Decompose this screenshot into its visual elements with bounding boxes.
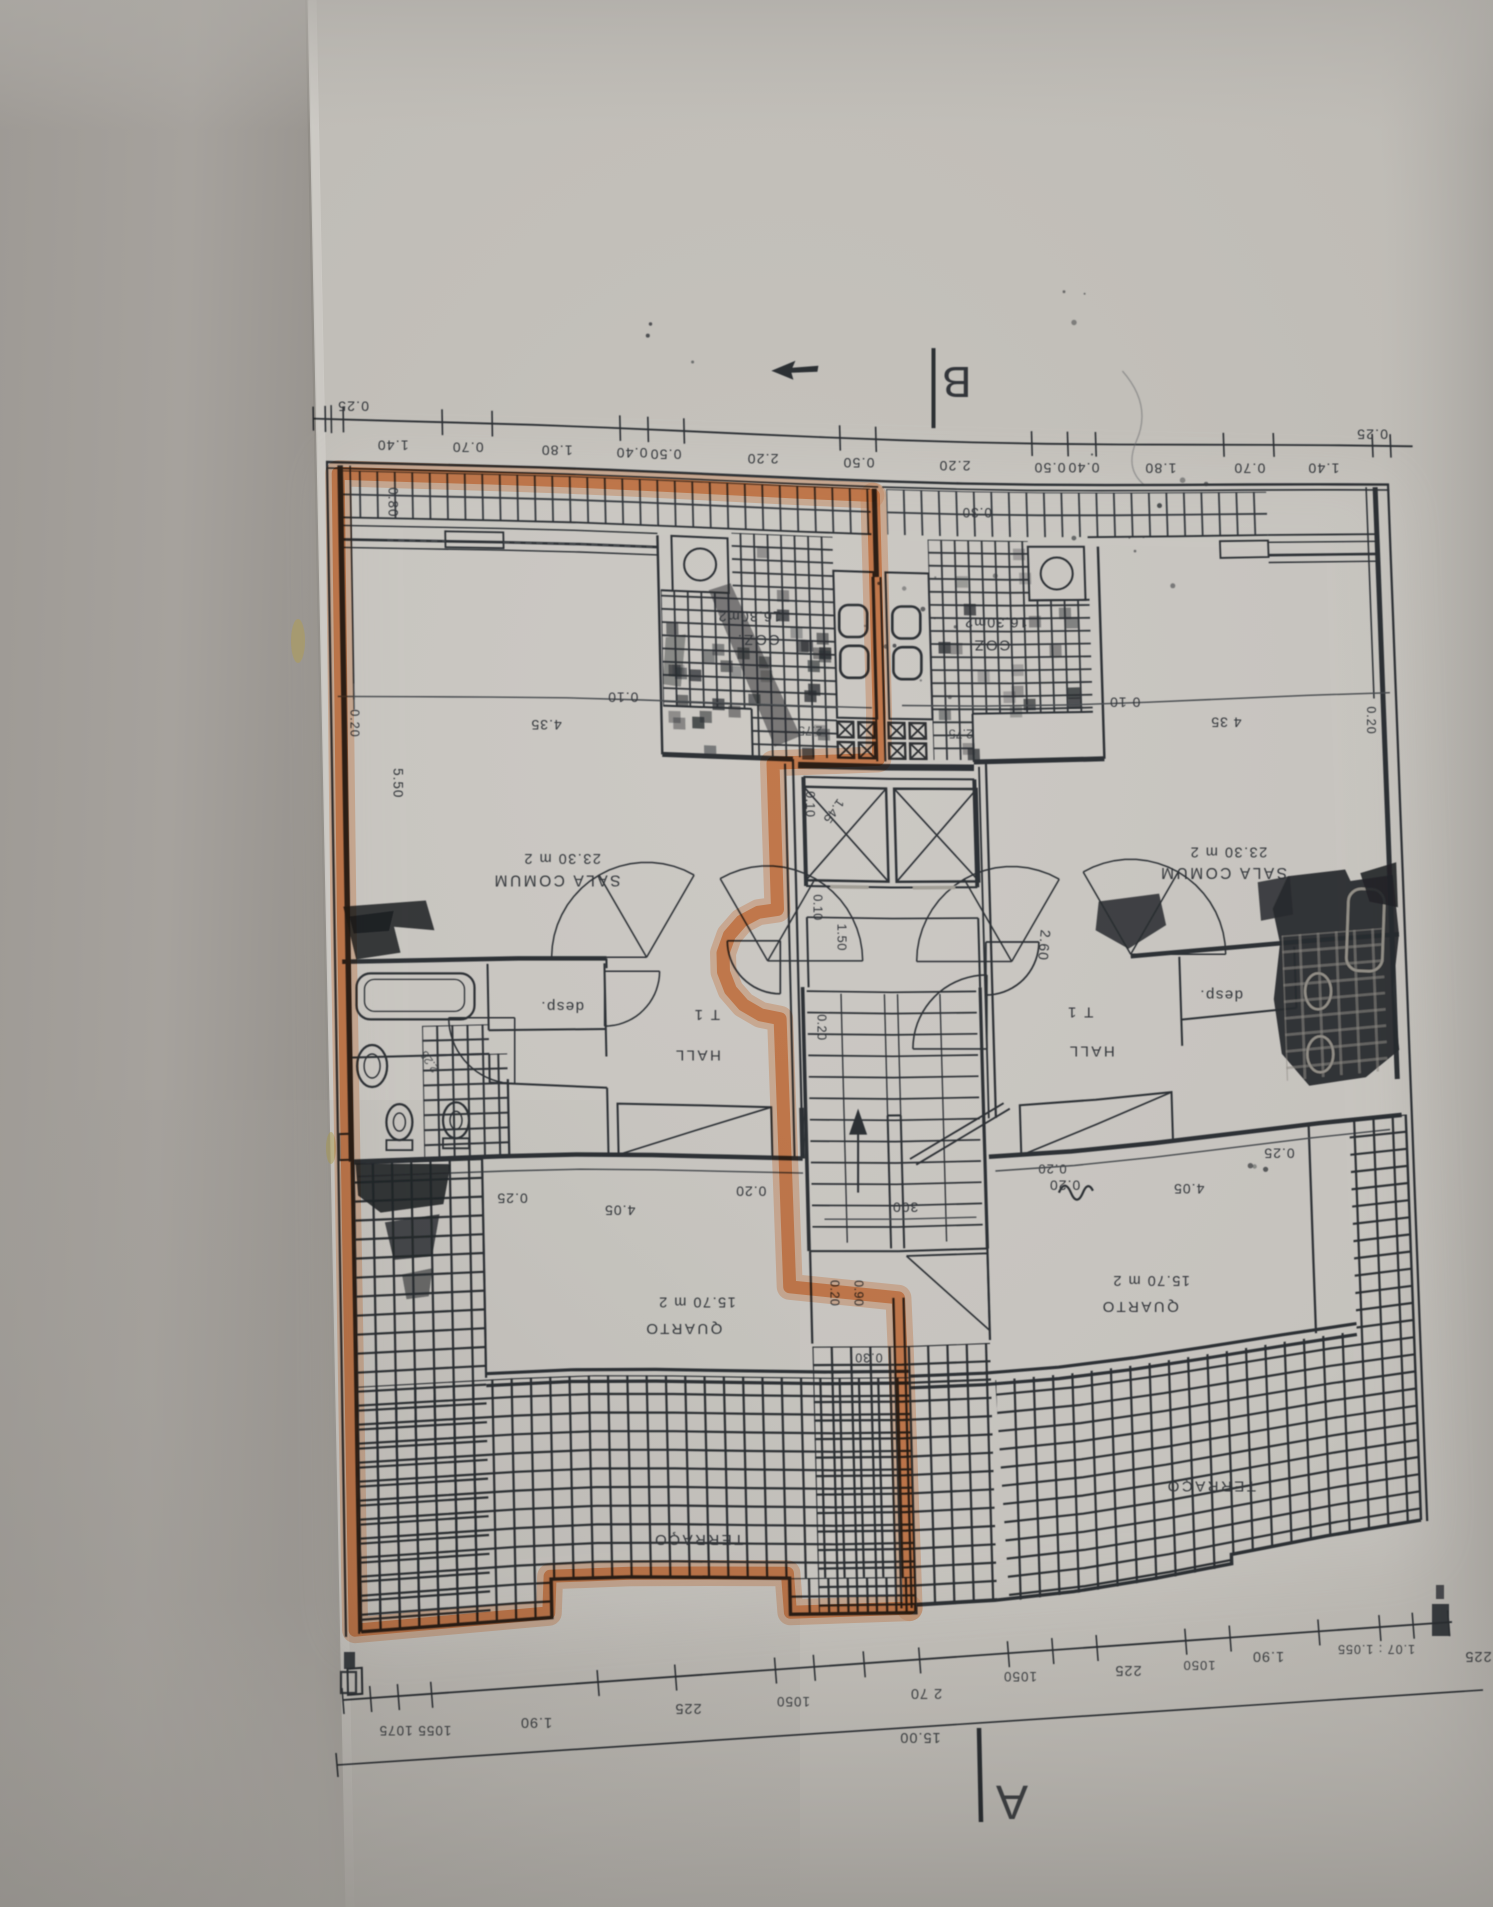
svg-text:T 1: T 1 bbox=[1066, 1004, 1093, 1021]
svg-text:0.25: 0.25 bbox=[337, 399, 369, 415]
svg-text:15.00: 15.00 bbox=[899, 1729, 940, 1745]
svg-text:4.35: 4.35 bbox=[530, 717, 561, 733]
svg-text:2.75: 2.75 bbox=[798, 724, 822, 738]
svg-text:2.60: 2.60 bbox=[1035, 929, 1054, 962]
svg-text:0.10: 0.10 bbox=[803, 791, 817, 817]
svg-text:4.05: 4.05 bbox=[604, 1203, 635, 1219]
svg-text:1.07 : 1.055: 1.07 : 1.055 bbox=[1337, 1642, 1415, 1656]
svg-text:0.50: 0.50 bbox=[1033, 460, 1065, 476]
svg-text:225: 225 bbox=[1114, 1662, 1141, 1678]
svg-text:T 1: T 1 bbox=[693, 1006, 720, 1023]
svg-text:QUARTO: QUARTO bbox=[644, 1320, 723, 1337]
svg-text:0.20: 0.20 bbox=[1364, 706, 1378, 734]
svg-text:0.40: 0.40 bbox=[615, 445, 647, 461]
svg-text:1050: 1050 bbox=[1003, 1669, 1037, 1684]
svg-text:0.70: 0.70 bbox=[1233, 460, 1265, 476]
svg-text:2.20: 2.20 bbox=[938, 458, 970, 474]
svg-text:0.80: 0.80 bbox=[386, 487, 401, 517]
svg-text:1.80: 1.80 bbox=[1144, 460, 1176, 476]
svg-text:300: 300 bbox=[892, 1200, 918, 1216]
svg-text:desp.: desp. bbox=[540, 998, 584, 1015]
svg-text:0.25: 0.25 bbox=[496, 1191, 527, 1207]
svg-text:23.30 m 2: 23.30 m 2 bbox=[1189, 843, 1267, 859]
svg-text:1.40: 1.40 bbox=[1307, 460, 1339, 476]
svg-text:0.40: 0.40 bbox=[1067, 460, 1099, 476]
svg-text:B: B bbox=[942, 357, 971, 406]
svg-text:0.30: 0.30 bbox=[854, 1351, 882, 1365]
svg-text:23.30 m 2: 23.30 m 2 bbox=[523, 850, 601, 866]
svg-text:SALA COMUM: SALA COMUM bbox=[1159, 864, 1287, 881]
svg-text:0.20: 0.20 bbox=[1037, 1162, 1066, 1177]
svg-text:4 35: 4 35 bbox=[1210, 714, 1241, 730]
svg-text:1050: 1050 bbox=[776, 1694, 810, 1709]
svg-text:2.20: 2.20 bbox=[746, 451, 778, 467]
svg-text:15.70 m 2: 15.70 m 2 bbox=[1112, 1272, 1190, 1288]
svg-text:1.50: 1.50 bbox=[835, 924, 850, 951]
svg-text:COZ.: COZ. bbox=[967, 637, 1011, 654]
svg-text:0.20: 0.20 bbox=[735, 1184, 766, 1200]
svg-text:0.10: 0.10 bbox=[607, 690, 638, 706]
svg-text:0 10: 0 10 bbox=[1109, 694, 1140, 710]
svg-text:1055 1075: 1055 1075 bbox=[379, 1723, 452, 1738]
svg-text:0.20: 0.20 bbox=[1049, 1178, 1080, 1194]
svg-text:1.40: 1.40 bbox=[377, 438, 409, 454]
svg-text:0.20: 0.20 bbox=[815, 1014, 829, 1040]
svg-text:TERRAÇO: TERRAÇO bbox=[653, 1531, 744, 1548]
svg-text:0.50: 0.50 bbox=[842, 455, 874, 471]
svg-text:A: A bbox=[996, 1775, 1028, 1828]
svg-text:0.50: 0.50 bbox=[649, 447, 681, 463]
svg-text:225: 225 bbox=[674, 1700, 701, 1716]
svg-text:HALL: HALL bbox=[673, 1047, 721, 1064]
svg-text:0.25: 0.25 bbox=[1356, 426, 1388, 442]
svg-text:15.70 m 2: 15.70 m 2 bbox=[658, 1294, 736, 1310]
svg-text:QUARTO: QUARTO bbox=[1100, 1298, 1179, 1315]
svg-text:5.50: 5.50 bbox=[391, 768, 406, 798]
svg-text:4.05: 4.05 bbox=[1173, 1181, 1204, 1197]
svg-text:2 70: 2 70 bbox=[910, 1685, 942, 1701]
svg-text:1.90: 1.90 bbox=[1252, 1648, 1284, 1664]
svg-text:SALA COMUM: SALA COMUM bbox=[492, 872, 620, 889]
svg-text:225: 225 bbox=[1464, 1648, 1491, 1664]
svg-text:16.30m2: 16.30m2 bbox=[964, 614, 1027, 630]
svg-text:1.90: 1.90 bbox=[520, 1714, 552, 1730]
svg-text:1050: 1050 bbox=[1183, 1658, 1216, 1673]
svg-text:desp.: desp. bbox=[1199, 986, 1243, 1003]
svg-text:0.25: 0.25 bbox=[1263, 1145, 1294, 1161]
svg-text:0.70: 0.70 bbox=[452, 440, 484, 456]
svg-text:HALL: HALL bbox=[1067, 1043, 1115, 1060]
svg-text:16.30m2: 16.30m2 bbox=[718, 607, 781, 623]
svg-text:1.80: 1.80 bbox=[541, 442, 573, 458]
svg-text:0.30: 0.30 bbox=[962, 505, 992, 520]
svg-text:0.10: 0.10 bbox=[811, 894, 825, 920]
svg-text:TERRAÇO: TERRAÇO bbox=[1165, 1477, 1256, 1494]
svg-text:COZ.: COZ. bbox=[736, 631, 780, 648]
svg-text:2.75: 2.75 bbox=[949, 726, 973, 740]
